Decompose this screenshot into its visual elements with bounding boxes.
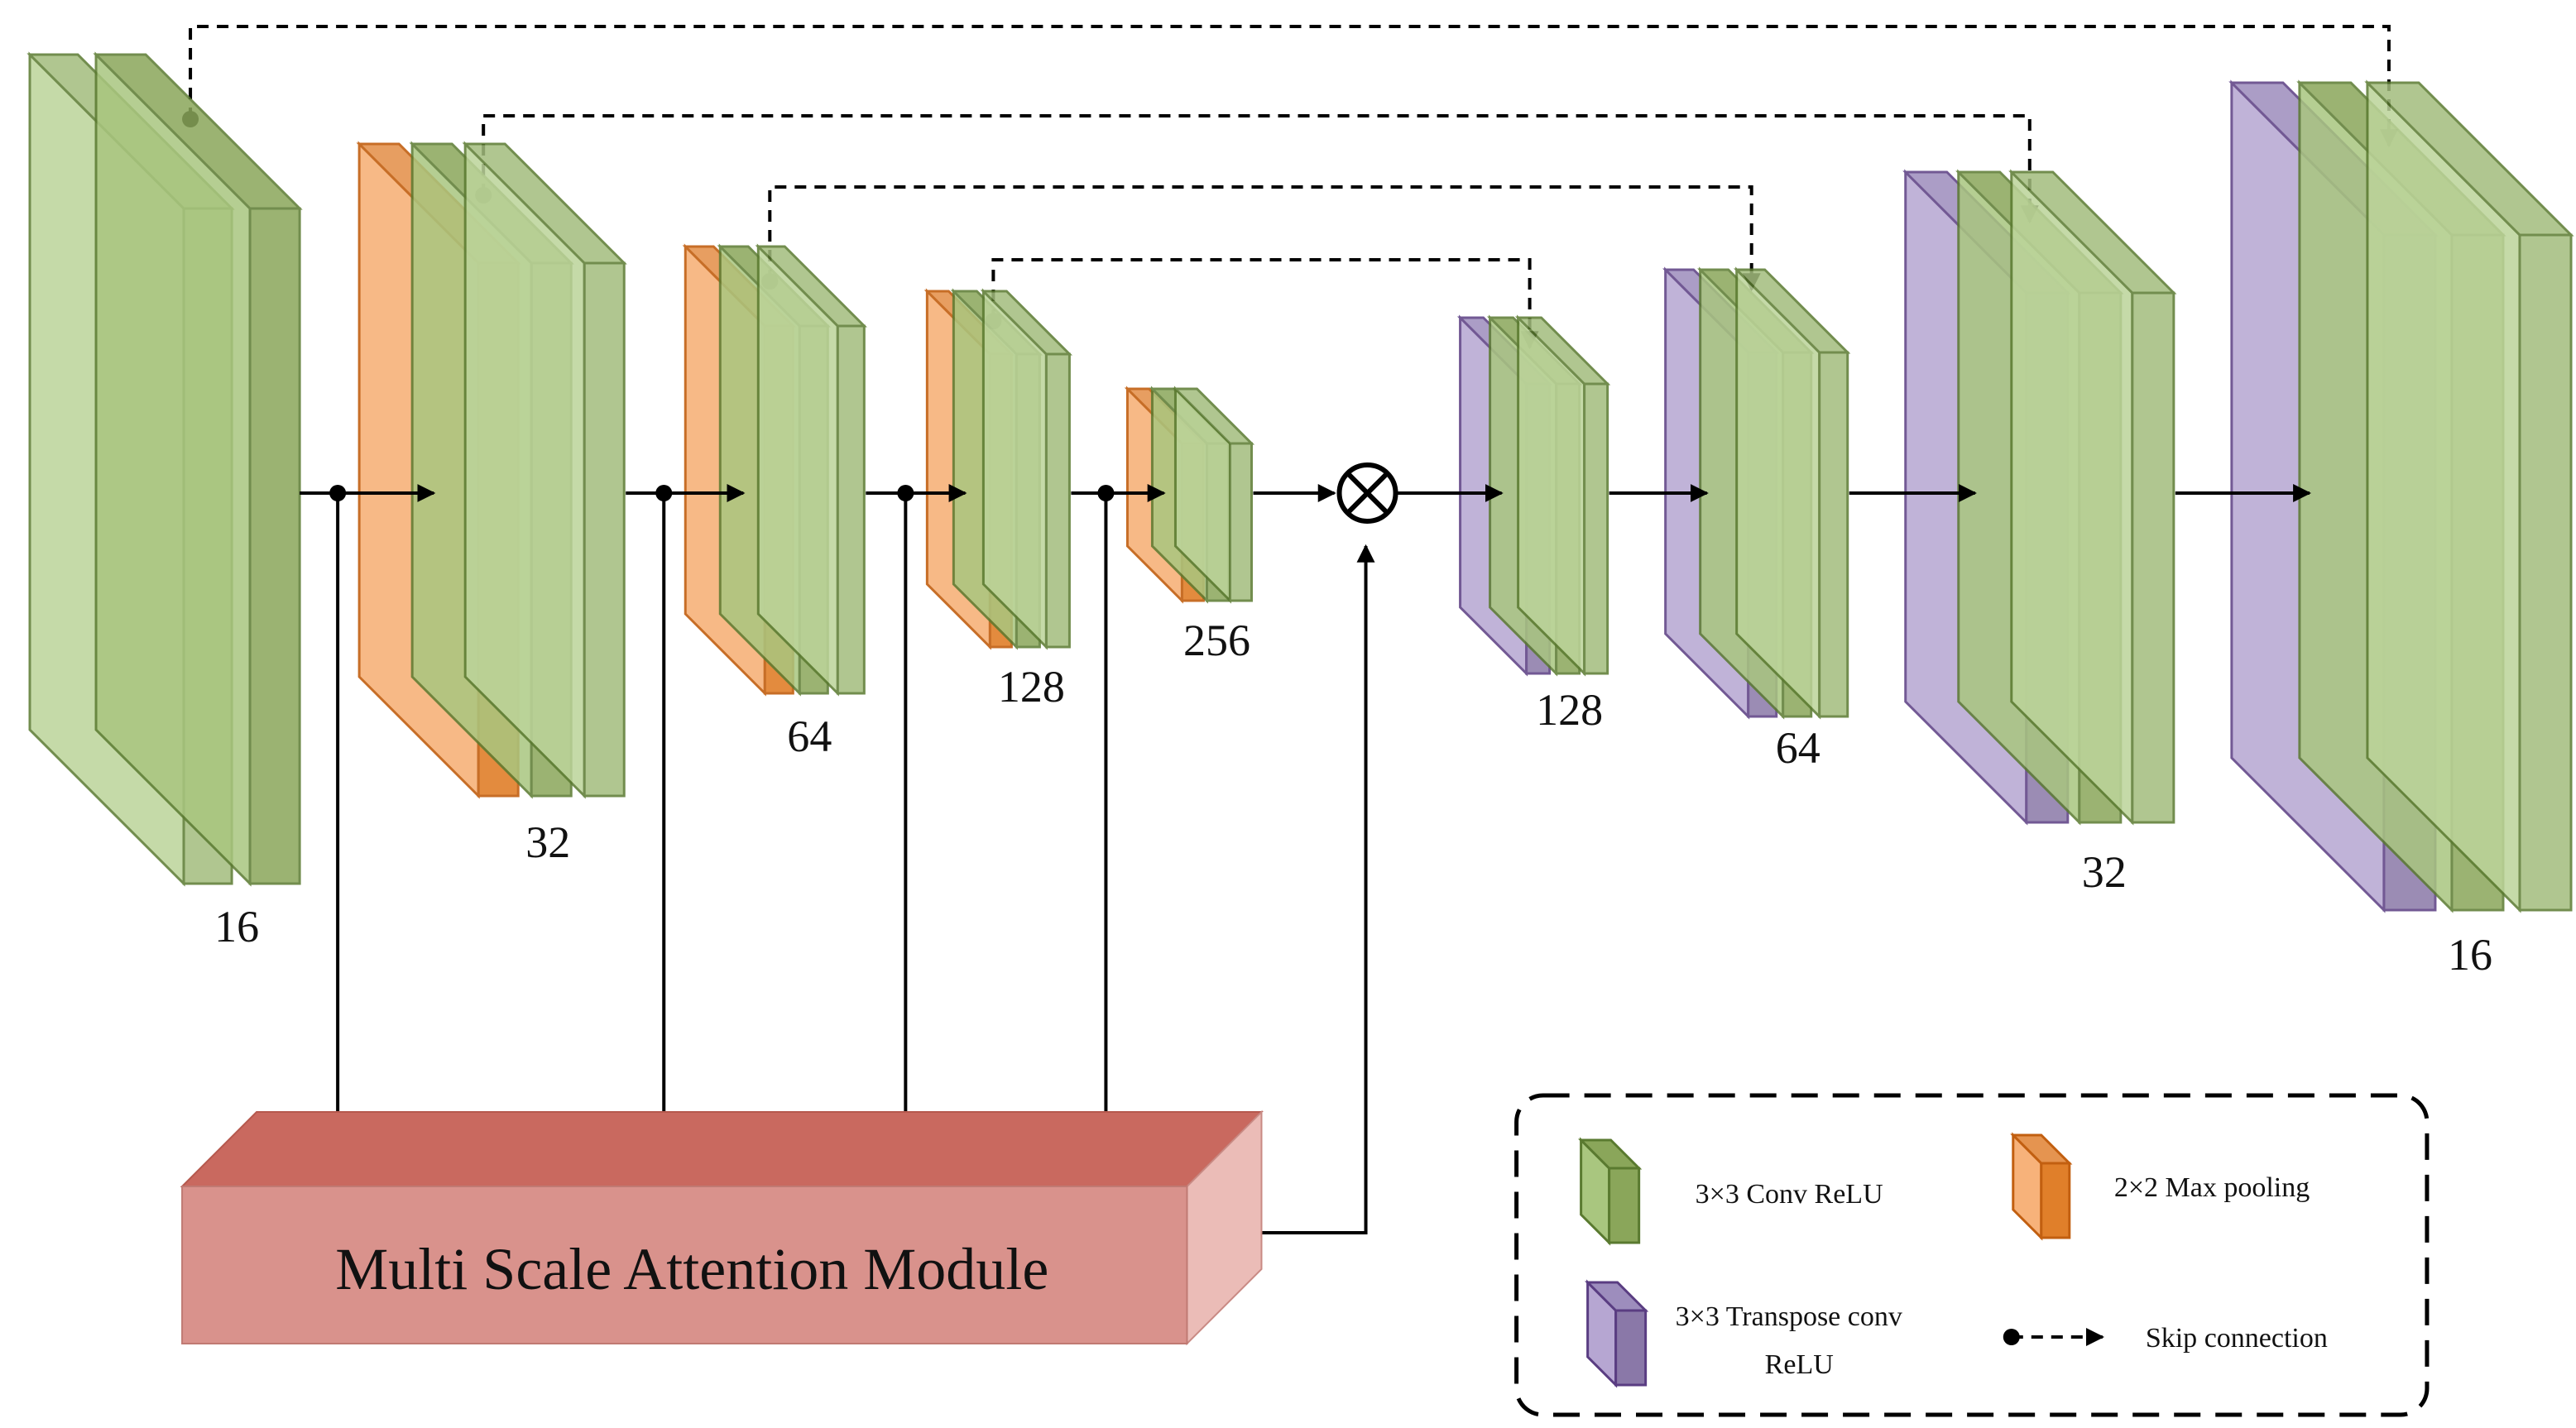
feature-map-blocks <box>26 51 2574 913</box>
skip-connection-16 <box>189 25 2398 148</box>
attention-module-label: Multi Scale Attention Module <box>335 1236 1048 1302</box>
dec-stage-3-channels: 32 <box>2082 847 2127 897</box>
enc3-conv-b <box>755 243 867 697</box>
legend-tconv-icon <box>1584 1279 1649 1388</box>
dec-stage-4-channels: 16 <box>2448 930 2492 980</box>
legend-conv-icon <box>1577 1137 1643 1246</box>
dec-stage-1-channels: 128 <box>1536 685 1603 735</box>
enc2-conv-b <box>462 141 627 799</box>
dec-stage-2-channels: 64 <box>1776 723 1820 773</box>
legend-transpose-label-line1: 3×3 Transpose conv <box>1676 1301 1902 1332</box>
attention-module-front <box>181 1186 1188 1344</box>
enc-stage-1-channels: 16 <box>214 902 259 951</box>
legend-pool-icon <box>2010 1132 2073 1241</box>
enc-stage-2-channels: 32 <box>525 817 570 867</box>
legend-transpose-label-line2: ReLU <box>1765 1349 1834 1380</box>
channel-labels: 16 32 64 128 256 128 64 32 16 <box>214 616 2492 980</box>
enc1-conv-b <box>93 51 303 887</box>
legend: 3×3 Conv ReLU 2×2 Max pooling 3×3 Transp… <box>1514 1093 2430 1417</box>
skip-connection-128 <box>991 258 1539 350</box>
skip-connection-64 <box>768 185 1761 292</box>
dec2-conv-b <box>1734 266 1851 720</box>
enc-stage-4-channels: 128 <box>998 662 1065 712</box>
attention-module-top <box>180 1111 1264 1187</box>
multi-scale-attention-module: Multi Scale Attention Module <box>180 1109 1264 1346</box>
dec1-conv-b <box>1514 314 1611 677</box>
legend-conv-label: 3×3 Conv ReLU <box>1696 1179 1883 1210</box>
dec4-conv-b <box>2364 79 2574 913</box>
multiply-circle-icon <box>1336 462 1398 524</box>
legend-skip-icon <box>2003 1328 2105 1346</box>
attention-to-fusion-arrow <box>1225 544 1375 1234</box>
enc-stage-3-channels: 64 <box>787 712 832 761</box>
legend-pool-label: 2×2 Max pooling <box>2114 1172 2310 1203</box>
enc5-conv-b <box>1172 386 1255 604</box>
main-flow-arrows <box>300 484 2312 1241</box>
skip-connection-32 <box>482 114 2039 224</box>
enc-stage-5-channels: 256 <box>1183 616 1250 665</box>
dec3-conv-b <box>2008 169 2177 826</box>
enc4-conv-b <box>980 288 1073 650</box>
legend-frame <box>1514 1093 2430 1417</box>
legend-skip-label: Skip connection <box>2146 1323 2328 1354</box>
